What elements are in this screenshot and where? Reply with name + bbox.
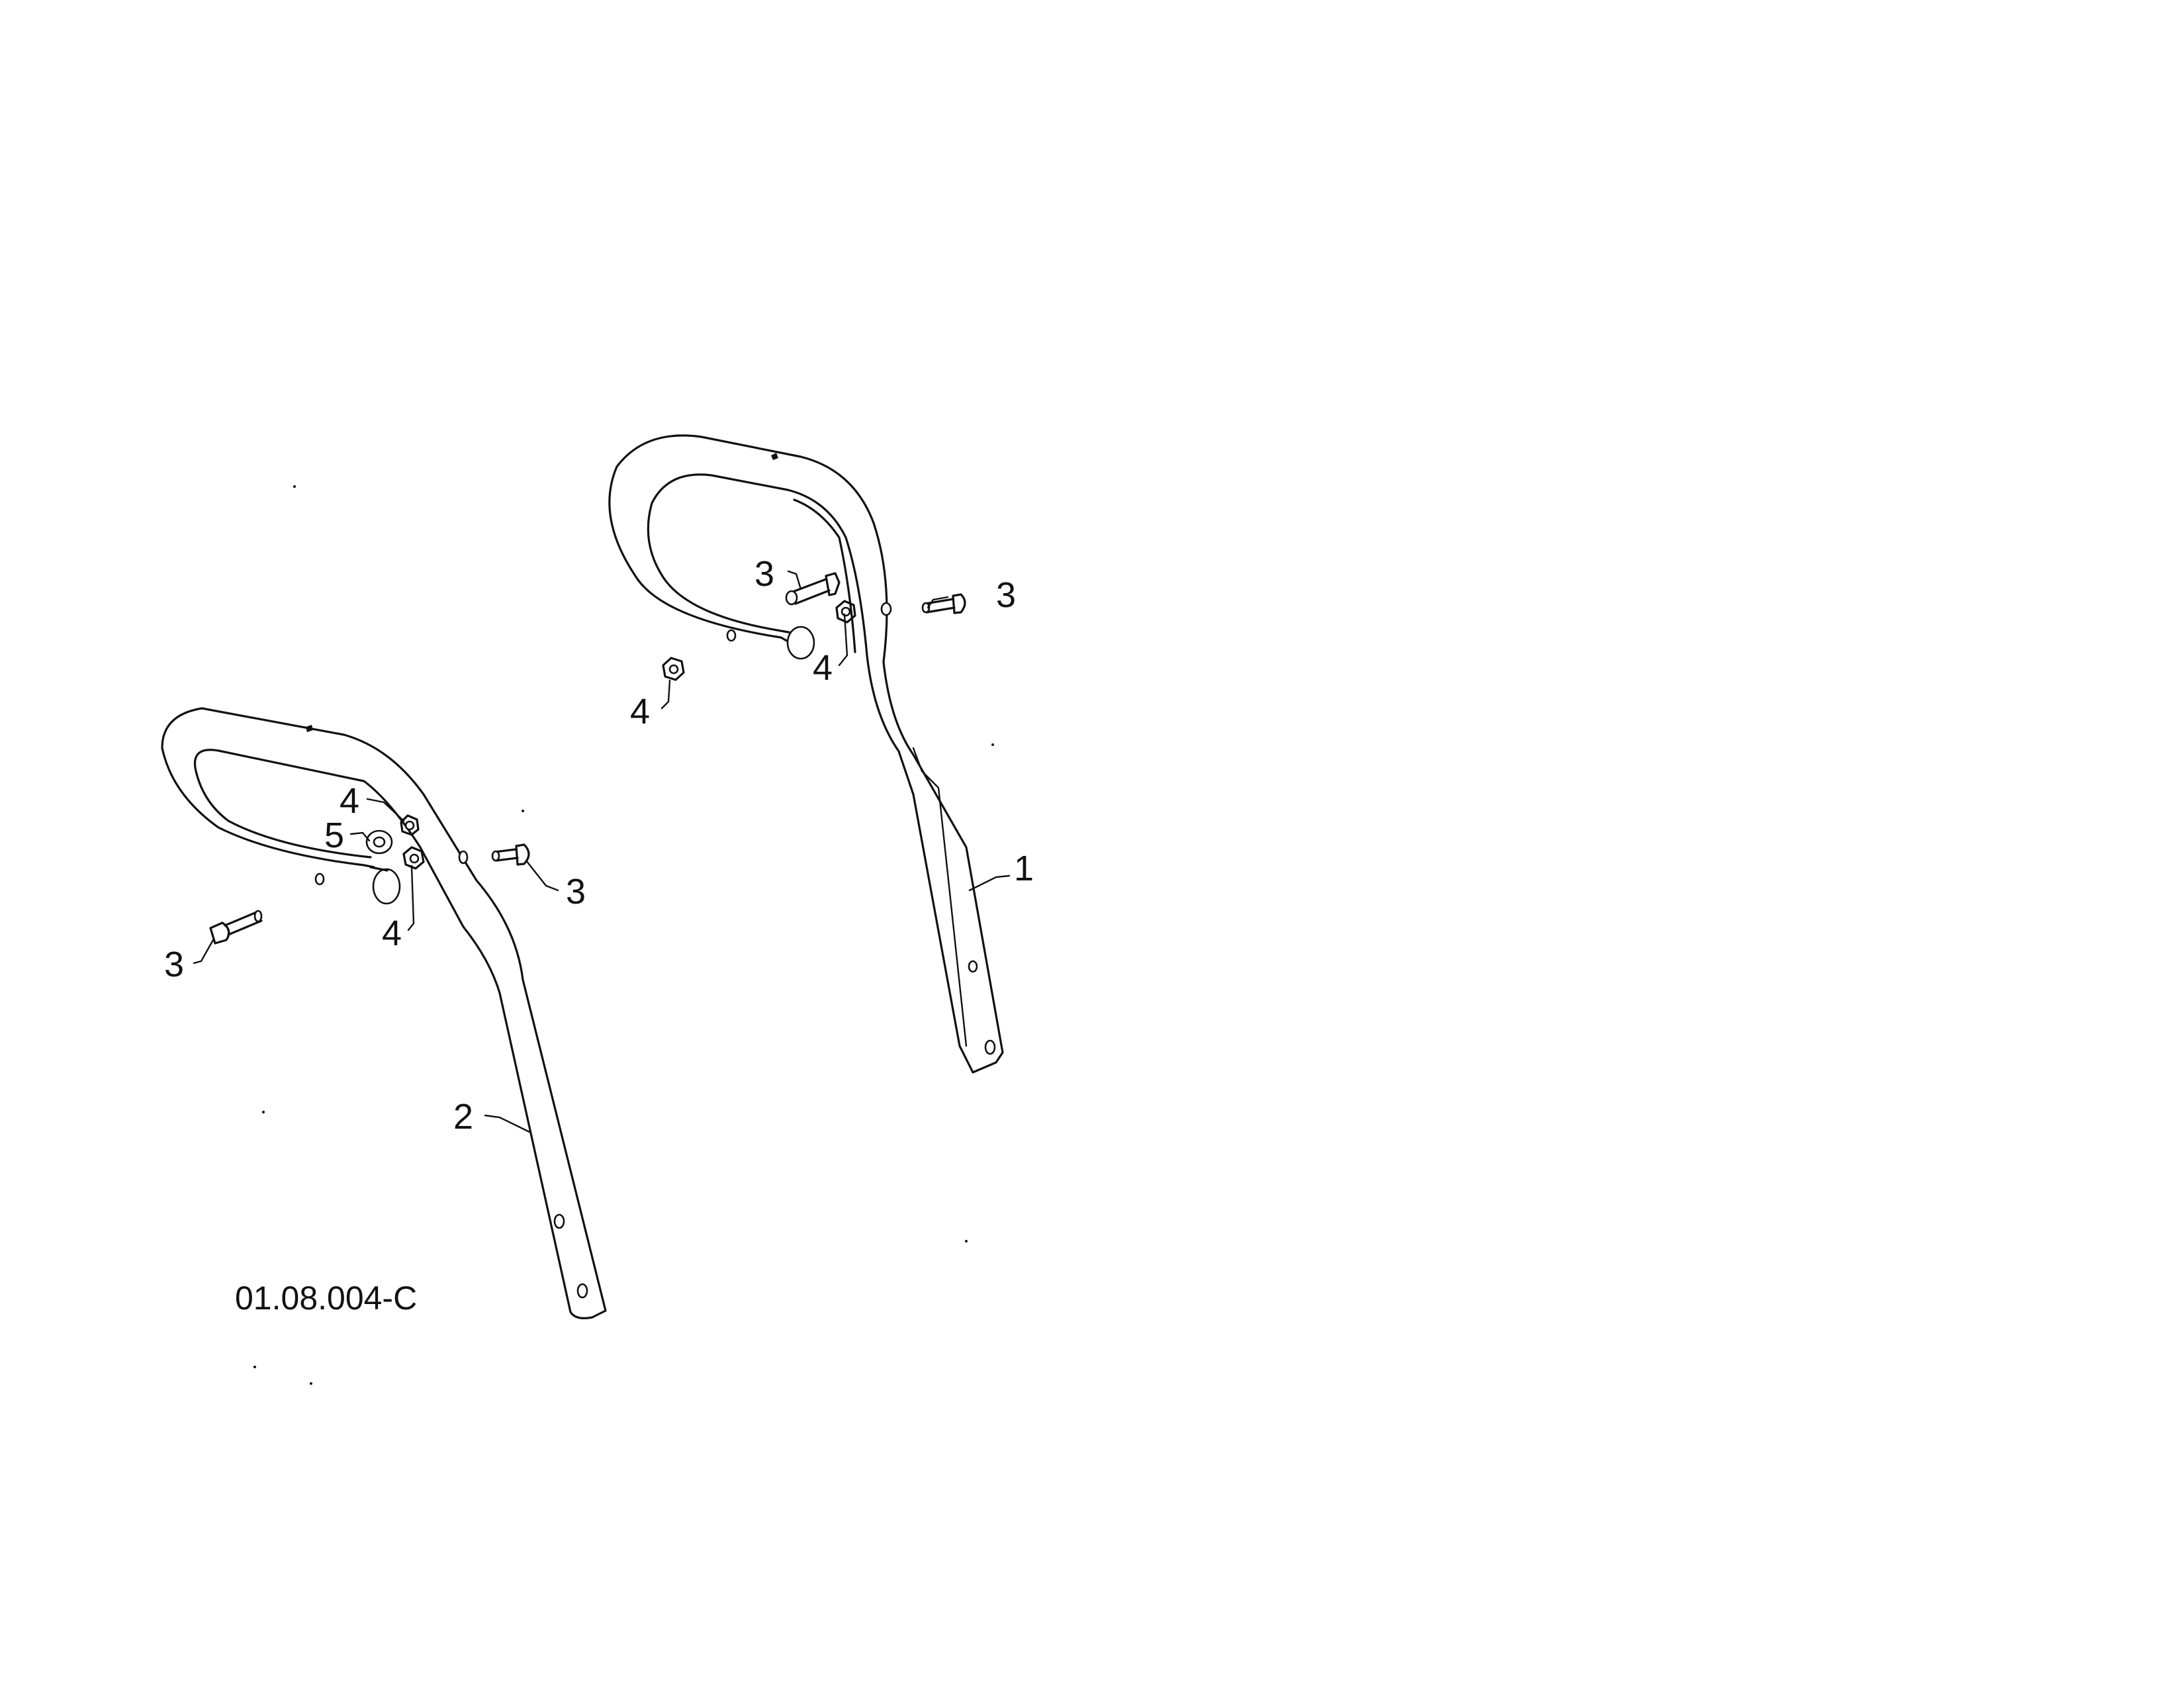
nut-4-upper-loose — [662, 657, 685, 681]
mounting-hole — [880, 602, 892, 616]
nut-4-lower-bottom — [402, 846, 425, 870]
mounting-hole — [314, 872, 325, 886]
scan-specks — [253, 485, 994, 1385]
callout-label: 3 — [996, 575, 1016, 615]
tube-end-opening — [786, 626, 815, 660]
washer-5 — [365, 829, 393, 855]
mounting-hole — [458, 850, 469, 865]
weld-mark — [771, 453, 778, 460]
callout-label: 4 — [382, 914, 402, 953]
callout-label: 3 — [754, 554, 774, 594]
callout-label: 4 — [630, 692, 650, 731]
nut-4-upper-inner — [835, 600, 856, 624]
bolt-3-lower-outer — [491, 843, 530, 866]
leader-lines — [193, 570, 1011, 1133]
upper-handle-part-1 — [608, 434, 1004, 1074]
callout-label: 5 — [324, 816, 344, 855]
bolt-3-lower-inner — [209, 910, 263, 945]
callout-label: 4 — [813, 648, 833, 688]
mounting-hole — [576, 1283, 588, 1299]
callout-label: 3 — [164, 945, 184, 984]
nut-4-lower-top — [400, 814, 420, 836]
bolt-3-upper-inner — [785, 572, 841, 606]
mounting-hole — [968, 960, 978, 973]
mounting-hole — [726, 629, 737, 642]
mounting-hole — [553, 1213, 565, 1229]
drawing-code: 01.08.004-C — [235, 1280, 417, 1317]
callout-label: 3 — [566, 872, 586, 912]
weld-mark — [306, 725, 313, 732]
callout-label: 2 — [453, 1097, 473, 1137]
bolt-3-upper-outer — [921, 593, 966, 614]
callout-label: 1 — [1014, 849, 1034, 888]
mounting-hole — [984, 1039, 996, 1055]
lower-handle-part-2 — [161, 707, 607, 1319]
tube-end-opening — [372, 868, 401, 905]
callout-label: 4 — [340, 781, 359, 821]
